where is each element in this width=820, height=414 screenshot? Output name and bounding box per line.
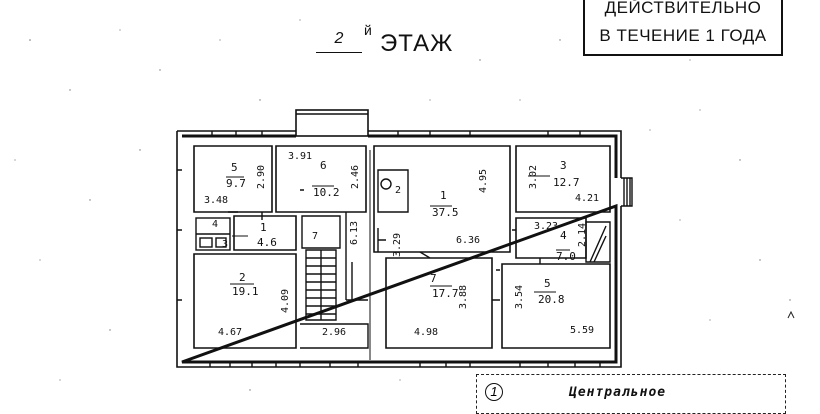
room-6-area: 10.2 bbox=[313, 186, 340, 199]
room-4-number: 4 bbox=[560, 229, 567, 242]
floor-number-underline bbox=[316, 52, 362, 53]
floor-plan-drawing bbox=[14, 19, 795, 391]
dimension-label: 3.23 bbox=[534, 221, 559, 232]
room-5b-area: 20.8 bbox=[538, 293, 565, 306]
dimension-label: 4.95 bbox=[478, 168, 490, 194]
room-2-area: 19.1 bbox=[232, 285, 259, 298]
dimension-label: 4.67 bbox=[218, 327, 243, 338]
dimension-label: 2.96 bbox=[322, 327, 347, 338]
room-5b-number: 5 bbox=[544, 277, 551, 290]
room-1-large-number: 1 bbox=[440, 189, 447, 202]
legend-box: 1 Центральное bbox=[476, 374, 786, 414]
floor-number-suffix: й bbox=[364, 22, 372, 38]
room-3-area: 12.7 bbox=[553, 176, 580, 189]
floor-number: 2 bbox=[334, 30, 344, 47]
room-2-number: 2 bbox=[239, 271, 246, 284]
stamp-line-1: ДЕЙСТВИТЕЛЬНО bbox=[604, 0, 762, 17]
closet-number: 2 bbox=[395, 185, 402, 196]
room-1-small-number: 1 bbox=[260, 221, 267, 234]
room-5-number: 5 bbox=[231, 161, 238, 174]
room-1-small-area: 4.6 bbox=[257, 236, 277, 249]
dimension-label: 3.88 bbox=[458, 284, 470, 310]
scan-noise bbox=[14, 19, 791, 391]
room-7-number: 7 bbox=[430, 272, 437, 285]
wc-number-2: 3 bbox=[222, 239, 229, 250]
room-7-area: 17.7 bbox=[432, 287, 459, 300]
room-1-large-area: 37.5 bbox=[432, 206, 459, 219]
dimension-label: 2.14 bbox=[577, 222, 589, 248]
room-5-area: 9.7 bbox=[226, 177, 246, 190]
dimension-label: 3.91 bbox=[288, 151, 313, 162]
dimension-label: 5.59 bbox=[570, 325, 595, 336]
dimension-label: 3.54 bbox=[514, 284, 526, 310]
dimension-label: 3.02 bbox=[528, 164, 540, 190]
dimension-label: 6.13 bbox=[349, 220, 361, 246]
dimension-label: 2.46 bbox=[350, 164, 362, 190]
dimension-label: 2.90 bbox=[256, 164, 268, 190]
dimension-label: 6.36 bbox=[456, 235, 481, 246]
room-6-number: 6 bbox=[320, 159, 327, 172]
stamp-line-2: В ТЕЧЕНИЕ 1 ГОДА bbox=[599, 26, 767, 45]
room-4-area: 7.0 bbox=[556, 250, 576, 263]
wc-number: 4 bbox=[212, 219, 219, 230]
legend-number: 1 bbox=[485, 383, 503, 401]
dimension-label: 3.29 bbox=[392, 232, 404, 258]
validity-stamp: ДЕЙСТВИТЕЛЬНО В ТЕЧЕНИЕ 1 ГОДА bbox=[583, 0, 783, 56]
legend-name: Центральное bbox=[569, 385, 667, 400]
dimension-label: 3.48 bbox=[204, 195, 229, 206]
dimension-label: 4.21 bbox=[575, 193, 600, 204]
room-3-number: 3 bbox=[560, 159, 567, 172]
dimension-label: 4.98 bbox=[414, 327, 439, 338]
stair-number: 7 bbox=[312, 231, 319, 242]
dimension-label: 4.09 bbox=[280, 288, 292, 314]
floor-word: ЭТАЖ bbox=[380, 30, 454, 57]
